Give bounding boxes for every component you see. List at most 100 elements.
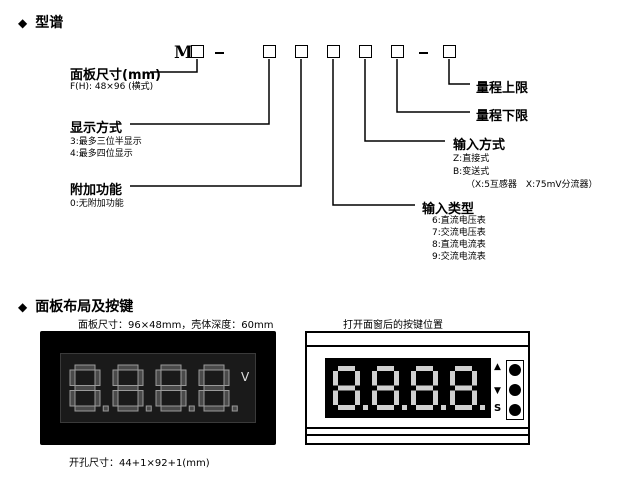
- digit-segment: [338, 366, 355, 371]
- digit-segment: [94, 369, 101, 386]
- digit-segment: [117, 385, 139, 391]
- code-box-input-type: [327, 45, 340, 58]
- code-dash: [419, 52, 428, 54]
- label-display: 显示方式: [70, 121, 123, 136]
- digit-segment: [472, 371, 477, 386]
- desc-panel-size: F(H): 48×96 (横式): [70, 82, 154, 92]
- digit-segment: [69, 390, 76, 407]
- rear-bottom-line: [305, 427, 530, 429]
- digit-segment: [180, 369, 187, 386]
- triangle-down-icon: ▼: [494, 386, 501, 396]
- s-key-label: S: [494, 403, 502, 414]
- desc-display-3: 3:最多三位半显示: [70, 137, 142, 147]
- digit-segment: [411, 390, 416, 405]
- cutout-size: 开孔尺寸：44+1×92+1(mm): [69, 458, 210, 469]
- code-box-panel-size: [191, 45, 204, 58]
- digit-segment: [355, 371, 360, 386]
- round-key-icon[interactable]: [509, 404, 521, 416]
- decimal-point: [363, 405, 368, 410]
- digit-segment: [198, 390, 205, 407]
- digit-segment: [394, 371, 399, 386]
- digit-segment: [377, 385, 394, 391]
- digit-segment: [416, 366, 433, 371]
- decimal-point: [402, 405, 407, 410]
- round-key-icon[interactable]: [509, 384, 521, 396]
- rear-bottom-line-2: [305, 434, 530, 436]
- decimal-point: [188, 405, 195, 412]
- digit-segment: [155, 369, 162, 386]
- key-column: [506, 360, 524, 420]
- label-input-mode: 输入方式: [453, 138, 506, 153]
- digit-segment: [450, 371, 455, 386]
- digit-segment: [203, 385, 225, 391]
- unit-label: V: [241, 370, 250, 384]
- digit-segment: [433, 371, 438, 386]
- label-input-type: 输入类型: [422, 202, 475, 217]
- digit-segment: [338, 405, 355, 410]
- digit-segment: [416, 385, 433, 391]
- digit-segment: [69, 369, 76, 386]
- digit-segment: [223, 369, 230, 386]
- desc-function-0: 0:无附加功能: [70, 199, 124, 209]
- desc-input-type-7: 7:交流电压表: [432, 228, 486, 238]
- digit-segment: [180, 390, 187, 407]
- label-range-high: 量程上限: [476, 81, 529, 96]
- digit-segment: [74, 385, 96, 391]
- desc-input-type-9: 9:交流电流表: [432, 252, 486, 262]
- model-prefix: M: [174, 43, 193, 63]
- rear-top-line: [305, 345, 530, 347]
- rear-caption: 打开面窗后的按键位置: [343, 320, 443, 331]
- digit-segment: [94, 390, 101, 407]
- label-panel-size: 面板尺寸(mm): [70, 68, 161, 83]
- decimal-point: [441, 405, 446, 410]
- digit-segment: [333, 390, 338, 405]
- digit-segment: [338, 385, 355, 391]
- section-title-text: 型谱: [35, 15, 64, 31]
- desc-input-mode-b: B:变送式: [453, 167, 490, 177]
- digit-segment: [117, 364, 139, 371]
- digit-segment: [137, 369, 144, 386]
- digit-segment: [203, 364, 225, 371]
- digit-segment: [112, 369, 119, 386]
- digit-segment: [203, 405, 225, 412]
- digit-segment: [433, 390, 438, 405]
- desc-input-type-6: 6:直流电压表: [432, 216, 486, 226]
- label-range-low: 量程下限: [476, 109, 529, 124]
- digit-segment: [160, 385, 182, 391]
- digit-segment: [198, 369, 205, 386]
- digit-segment: [411, 371, 416, 386]
- desc-input-mode-z: Z:直接式: [453, 154, 490, 164]
- digit-segment: [372, 371, 377, 386]
- digit-segment: [155, 390, 162, 407]
- code-box-function: [295, 45, 308, 58]
- digit-segment: [223, 390, 230, 407]
- digit-segment: [74, 405, 96, 412]
- digit-segment: [160, 405, 182, 412]
- digit-segment: [455, 385, 472, 391]
- decimal-point: [102, 405, 109, 412]
- digit-segment: [333, 371, 338, 386]
- digit-segment: [455, 405, 472, 410]
- desc-input-type-8: 8:直流电流表: [432, 240, 486, 250]
- digit-segment: [112, 390, 119, 407]
- digit-segment: [117, 405, 139, 412]
- code-dash: [215, 52, 224, 54]
- decimal-point: [145, 405, 152, 412]
- digit-segment: [416, 405, 433, 410]
- digit-segment: [137, 390, 144, 407]
- digit-segment: [455, 366, 472, 371]
- round-key-icon[interactable]: [509, 364, 521, 376]
- label-function: 附加功能: [70, 183, 123, 198]
- digit-segment: [450, 390, 455, 405]
- diamond-icon: ◆: [18, 16, 28, 30]
- digit-segment: [394, 390, 399, 405]
- panel-caption: 面板尺寸：96×48mm，壳体深度：60mm: [78, 320, 274, 331]
- digit-segment: [355, 390, 360, 405]
- decimal-point: [480, 405, 485, 410]
- code-box-display: [263, 45, 276, 58]
- digit-segment: [74, 364, 96, 371]
- digit-segment: [372, 390, 377, 405]
